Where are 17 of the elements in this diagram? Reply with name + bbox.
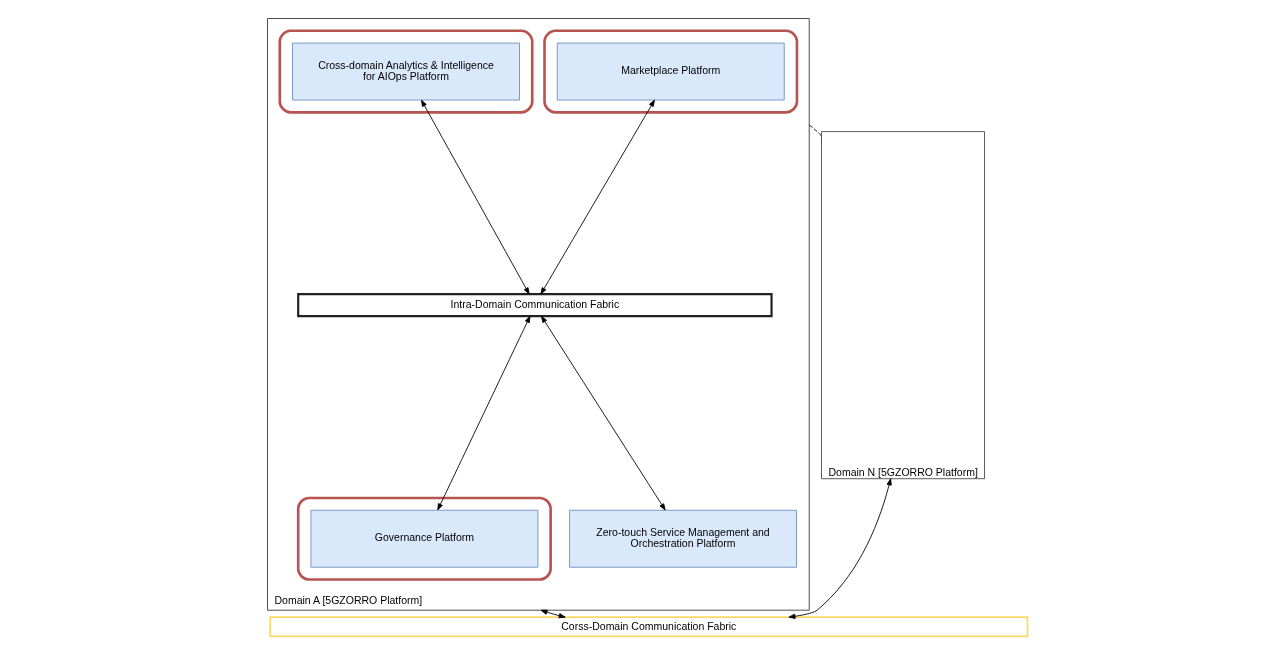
arrow xyxy=(540,315,666,511)
node-box: Zero-touch Service Management and Orchestration Platform xyxy=(568,509,797,568)
arrow xyxy=(436,315,530,511)
cluster xyxy=(542,29,798,114)
arrow xyxy=(787,478,892,619)
cluster xyxy=(296,496,552,581)
node-box: Governance Platform xyxy=(309,509,538,568)
node-box: Corss-Domain Communication Fabric xyxy=(268,616,1028,638)
node-box: Domain N [5GZORRO Platform] xyxy=(820,131,985,480)
connector xyxy=(808,124,822,137)
node-box: Cross-domain Analytics & Intelligence for AIOps Platform xyxy=(291,42,520,101)
arrow xyxy=(539,99,655,295)
arrow xyxy=(420,99,530,295)
arrow xyxy=(540,609,566,619)
node-box: Intra-Domain Communication Fabric xyxy=(296,293,773,318)
cluster xyxy=(277,29,534,114)
node-box: Marketplace Platform xyxy=(556,42,785,101)
